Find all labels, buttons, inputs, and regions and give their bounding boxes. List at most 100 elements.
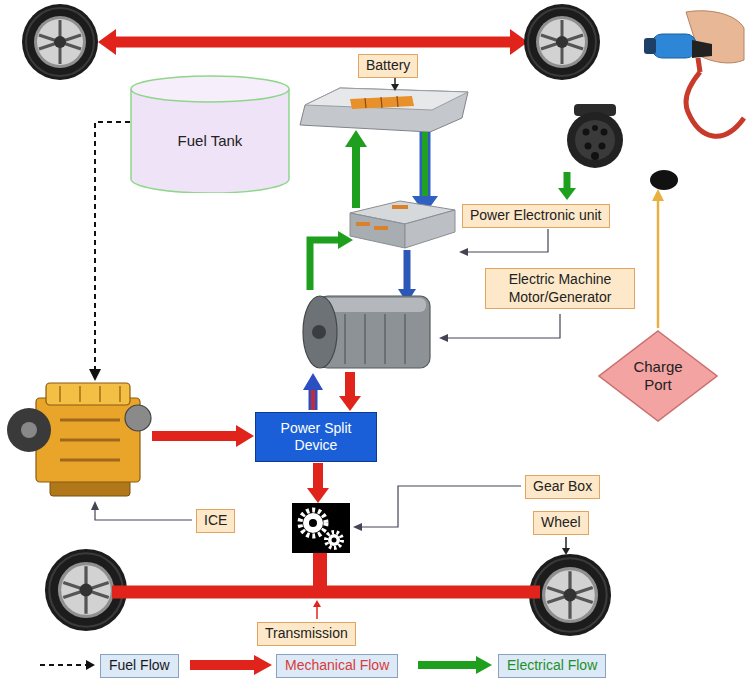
charging-plug-illustration (650, 170, 678, 190)
gearbox-illustration (326, 532, 342, 548)
leader-line (316, 606, 318, 619)
legend-sample (254, 655, 272, 675)
engine-illustration (46, 383, 130, 405)
node-text: Charge Port (621, 358, 695, 394)
motor-illustration (303, 296, 337, 368)
charging-socket-illustration (583, 129, 590, 136)
charging-socket-illustration (585, 143, 592, 150)
engine-illustration (60, 420, 120, 460)
legend-sample (476, 656, 492, 674)
node-text: Gear Box (533, 478, 592, 496)
mechanical-flow-arrow (339, 396, 361, 411)
node-text: Battery (366, 57, 410, 75)
mechanical-flow-arrow (152, 431, 238, 441)
part-label: Electric Machine Motor/Generator (485, 268, 635, 309)
part-label: Battery (358, 54, 418, 78)
charge-flow-arrow (657, 200, 660, 328)
mechanical-flow-arrow (303, 373, 323, 390)
charging-socket-illustration (575, 120, 615, 160)
leader-line (447, 314, 560, 338)
charging-socket-illustration (591, 152, 599, 160)
node-text: ICE (204, 512, 227, 530)
battery-illustration (300, 88, 468, 132)
battery-illustration (365, 98, 366, 108)
engine-illustration (21, 422, 37, 438)
node-text: Power Electronic unit (470, 207, 602, 225)
engine-illustration (99, 386, 101, 402)
motor-illustration (312, 325, 326, 339)
charging-socket-illustration (567, 104, 623, 168)
leader-line (313, 600, 321, 607)
part-label: Gear Box (525, 475, 600, 499)
node-text: Transmission (265, 625, 348, 643)
charging-plug-illustration (686, 72, 744, 136)
battery-illustration (397, 96, 398, 107)
legend-text: Electrical Flow (507, 657, 597, 673)
legend-sample (86, 660, 95, 670)
fuel-flow-arrow (89, 122, 130, 381)
gearbox-illustration (292, 503, 350, 553)
legend-text: Fuel Flow (109, 657, 170, 673)
leader-line (391, 78, 399, 91)
leader-line (394, 78, 396, 85)
mechanical-flow-arrow (404, 250, 411, 290)
engine-illustration (7, 383, 151, 496)
motor-illustration (384, 314, 386, 364)
electrical-flow-arrow (564, 172, 571, 189)
power-electronics-illustration (350, 213, 405, 248)
power-electronics-illustration (405, 210, 455, 248)
legend-text: Mechanical Flow (285, 657, 389, 673)
mechanical-flow-arrow (313, 553, 327, 588)
charging-socket-illustration (567, 112, 623, 168)
node-text: Fuel Tank (140, 120, 280, 149)
engine-illustration (36, 398, 140, 482)
leader-line (467, 229, 548, 252)
charging-socket-illustration (599, 143, 606, 150)
mechanical-flow-arrow (112, 372, 540, 592)
part-label: Wheel (533, 511, 589, 535)
charge-flow-arrow (652, 189, 664, 328)
wheel-illustration (529, 554, 611, 636)
motor-illustration (364, 314, 366, 364)
charging-plug-illustration (652, 34, 696, 58)
node-text: Electric Machine Motor/Generator (493, 271, 627, 306)
gearbox-illustration (292, 503, 350, 553)
power-electronics-illustration (350, 201, 455, 248)
legend-box: Mechanical Flow (276, 654, 398, 678)
part-label: Power Electronic unit (462, 204, 610, 228)
part-label: ICE (196, 509, 235, 533)
battery-illustration (350, 96, 414, 109)
gearbox-illustration (328, 534, 340, 546)
leader-line (95, 509, 192, 520)
engine-illustration (125, 405, 151, 431)
electrical-flow-arrow (352, 146, 360, 208)
legend-box: Fuel Flow (100, 654, 179, 678)
motor-illustration (303, 296, 430, 368)
front-axle (98, 29, 528, 55)
gearbox-illustration (332, 538, 337, 543)
gearbox-illustration (309, 519, 317, 527)
legend-sample (418, 661, 478, 669)
power-electronics-illustration (356, 222, 370, 226)
process-box: Power Split Device (255, 412, 377, 462)
legend-box: Electrical Flow (498, 654, 606, 678)
battery-illustration (381, 97, 382, 108)
mechanical-flow-arrow (345, 372, 355, 397)
mechanical-flow-arrow (398, 250, 416, 303)
power-electronics-illustration (392, 205, 408, 209)
wheel-illustration (524, 4, 600, 80)
charge-flow-arrow (652, 189, 664, 201)
electrical-flow-arrow (422, 132, 428, 197)
power-electronics-illustration (374, 226, 388, 230)
charging-plug-illustration (644, 38, 656, 54)
electrical-flow-arrow (420, 132, 431, 197)
electrical-flow-arrow (345, 130, 367, 147)
gearbox-illustration (300, 510, 326, 536)
mechanical-flow-arrow (311, 390, 315, 410)
mechanical-flow-arrow (112, 586, 540, 599)
gearbox-illustration (303, 513, 323, 533)
motor-illustration (404, 314, 406, 364)
mechanical-flow-arrow (313, 463, 323, 489)
